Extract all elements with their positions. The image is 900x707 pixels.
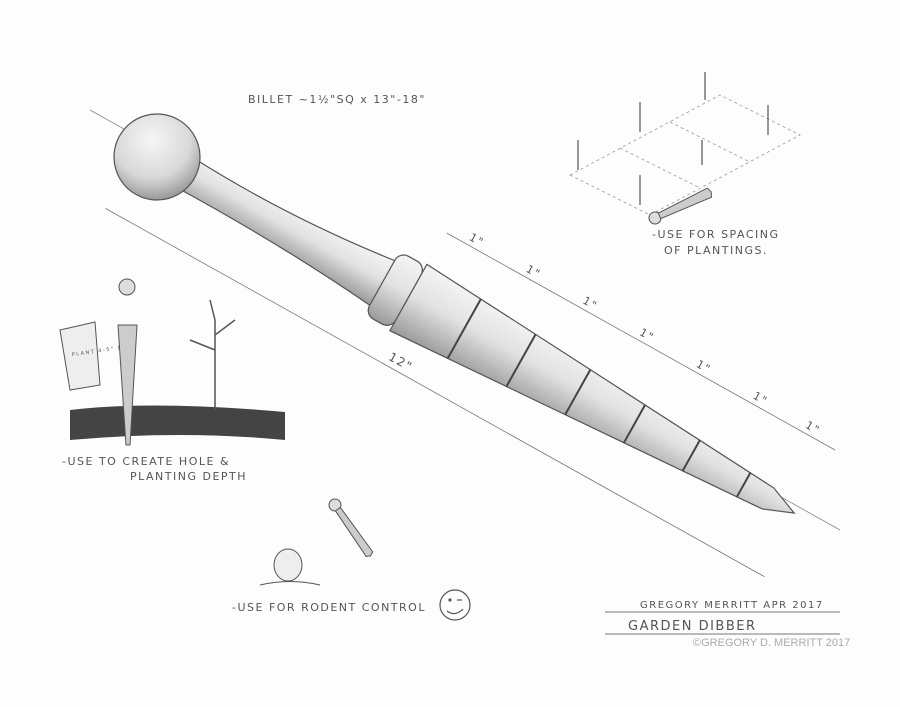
note-spacing-line1: -USE FOR SPACING [652,228,780,241]
signature: GREGORY MERRITT APR 2017 [640,600,824,611]
note-hole-line1: -USE TO CREATE HOLE & [62,455,230,468]
thrown-dibber [328,498,374,557]
inch-label: 1" [524,262,543,281]
soil [70,405,285,440]
inch-label: 1" [467,231,486,250]
note-hole-line2: PLANTING DEPTH [130,470,247,483]
drawing-title: GARDEN DIBBER [628,619,757,634]
inch-label: 1" [751,389,770,408]
gopher [259,548,321,586]
inch-label: 1" [803,418,822,437]
planting-grid [569,94,801,216]
small-dibber-spacing [648,187,713,225]
dibber-main: 12" 1" 1" 1" 1" 1" 1" 1" [105,113,836,578]
total-length-label: 12" [386,350,415,375]
inch-label: 1" [580,294,599,313]
inch-label: 1" [694,357,713,376]
note-rodent: -USE FOR RODENT CONTROL [232,601,426,614]
billet-label: BILLET ~1½"SQ x 13"-18" [248,93,426,106]
inch-label: 1" [637,326,656,345]
plant-sprouts [577,72,769,205]
copyright: ©GREGORY D. MERRITT 2017 [693,637,850,649]
small-dibber-planting [117,278,138,446]
wink-smiley-icon [439,589,471,621]
note-spacing-line2: OF PLANTINGS. [664,244,768,257]
seedling [189,299,236,410]
title-block: GREGORY MERRITT APR 2017 GARDEN DIBBER ©… [605,600,850,649]
